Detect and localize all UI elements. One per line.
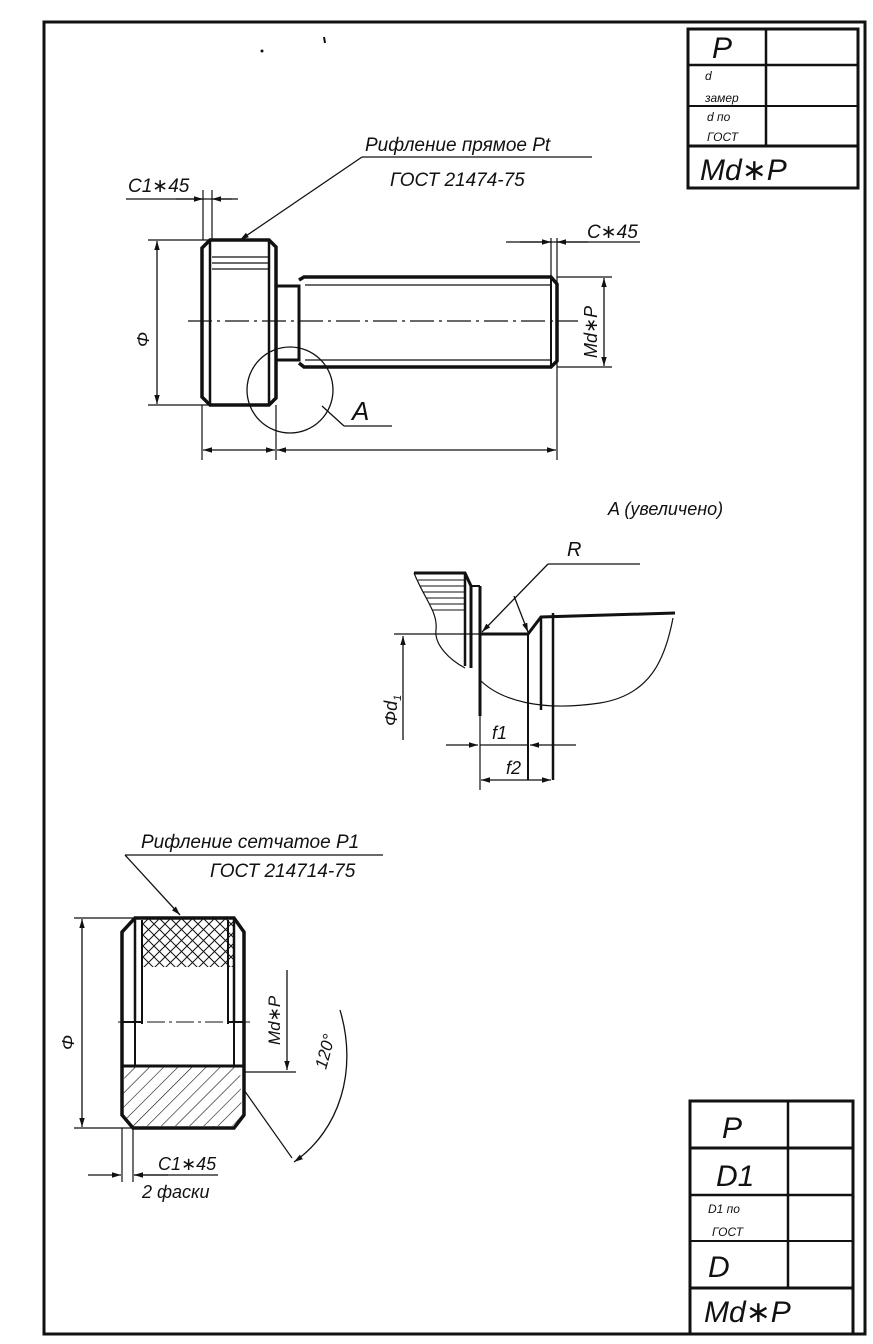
screw-head-dia: Φ [133,332,153,347]
top-parameter-table: P d замер d по ГОСТ Md∗P [686,27,860,190]
screw-knurl-label: Рифление прямое Pt [365,135,551,156]
detail-f2: f2 [506,758,521,778]
nut-knurl-gost: ГОСТ 214714-75 [210,861,356,882]
nut-angle: 120° [312,1032,340,1071]
top-table-d-zamer: d [705,69,712,83]
nut-chamfer: C1∗45 [158,1154,217,1174]
bottom-table-d1-gost: D1 по [708,1202,740,1216]
screw-chamfer-head: C1∗45 [128,176,190,197]
screw-chamfer-end: C∗45 [587,222,638,243]
top-table-d-gost: d по [707,110,731,124]
nut-view: Рифление сетчатое P1 ГОСТ 214714-75 Md∗P… [58,832,383,1202]
bottom-table-md: Md∗P [704,1296,791,1329]
nut-outer-dia: Φ [58,1035,78,1050]
bottom-table-p: P [722,1112,742,1145]
nut-knurl-label: Рифление сетчатое P1 [141,832,359,853]
bottom-parameter-table: P D1 D1 по ГОСТ D Md∗P [688,1099,855,1336]
nut-thread-dim: Md∗P [265,995,284,1045]
bottom-table-d1: D1 [716,1160,754,1193]
screw-knurl-gost: ГОСТ 21474-75 [390,170,525,191]
screw-view: Рифление прямое Pt ГОСТ 21474-75 C1∗45 [126,135,640,460]
detail-a-view: A (увеличено) R Φd1 f1 [381,499,723,790]
bottom-table-d: D [708,1251,730,1284]
detail-title: A (увеличено) [607,499,723,519]
bottom-table-d1-gost-word: ГОСТ [712,1225,745,1239]
detail-radius: R [567,539,581,561]
detail-marker: A [350,396,369,426]
top-table-md: Md∗P [700,154,787,187]
detail-d1: Φd1 [381,695,404,726]
nut-chamfer-note: 2 фаски [141,1182,210,1202]
drawing-frame [42,20,867,1336]
screw-thread-dim: Md∗P [581,306,601,358]
top-table-p: P [712,32,732,65]
top-table-d-zamer-word: замер [704,91,739,105]
top-table-d-gost-word: ГОСТ [707,130,740,144]
detail-circle [246,346,334,434]
detail-f1: f1 [492,723,507,743]
